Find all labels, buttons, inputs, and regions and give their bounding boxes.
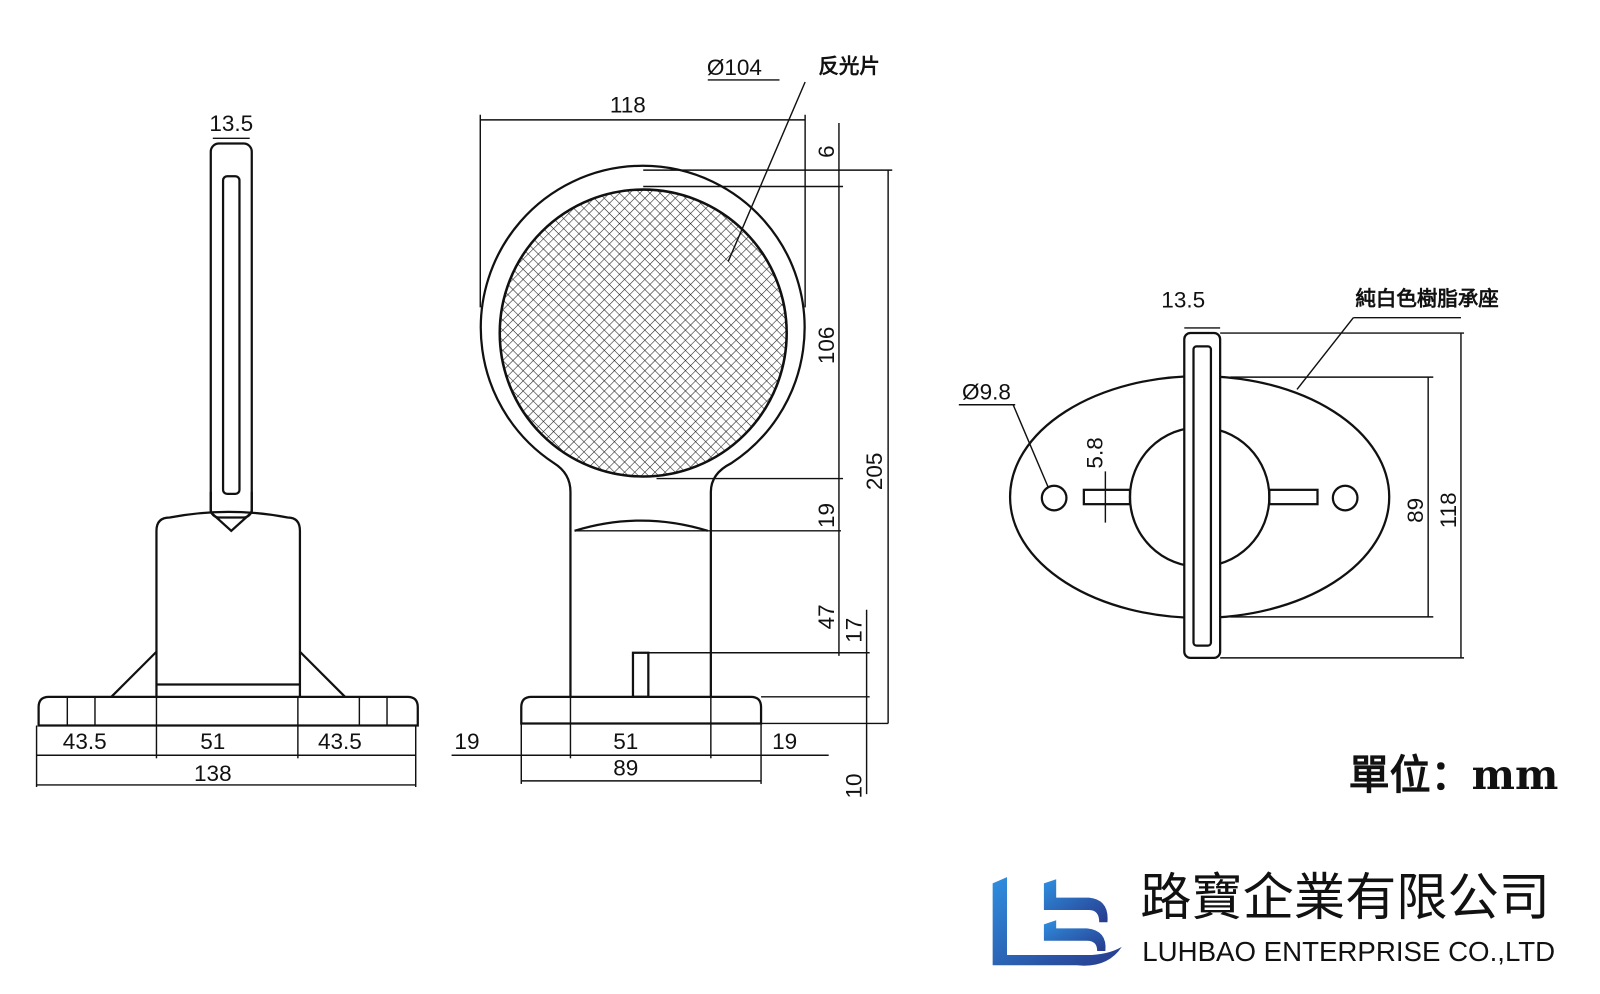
top-view: 13.5 89 118 純白色樹脂承座 Ø9.8 5.8 [958, 286, 1499, 660]
dim-column: 47 [814, 604, 839, 629]
dim-base-total: 138 [194, 761, 232, 786]
dim-reflector-diameter: Ø104 [707, 55, 762, 80]
dim-base-left: 43.5 [63, 729, 107, 754]
label-reflector: 反光片 [818, 54, 879, 78]
dim-slot-width: 5.8 [1082, 437, 1107, 468]
dim-hole-diameter: Ø9.8 [962, 380, 1011, 405]
dim-base-left: 19 [454, 729, 479, 754]
dim-reflector-height: 106 [814, 327, 839, 365]
dim-stem-width: 13.5 [209, 111, 253, 136]
dim-base-center: 51 [613, 729, 638, 754]
dim-plate: 10 [841, 773, 866, 798]
label-material: 純白色樹脂承座 [1355, 286, 1499, 310]
dim-base-right: 43.5 [318, 729, 362, 754]
front-view: 118 Ø104 反光片 6 106 205 19 47 17 10 19 51… [451, 54, 893, 799]
dim-total-height: 205 [862, 453, 887, 491]
reflector-icon [498, 188, 788, 478]
dim-top-gap: 6 [814, 145, 839, 158]
dim-base-center: 51 [200, 729, 225, 754]
dim-total-length: 118 [1436, 492, 1461, 528]
dim-base-total: 89 [613, 756, 638, 781]
company-name-cn: 路寶企業有限公司 [1140, 868, 1550, 928]
dim-ellipse-minor: 89 [1403, 498, 1428, 523]
company-name-en: LUHBAO ENTERPRISE CO.,LTD [1142, 936, 1555, 967]
unit-label: 單位：mm [1349, 751, 1559, 799]
dim-stem-width: 13.5 [1161, 287, 1205, 312]
dim-neck: 19 [814, 503, 839, 528]
dim-post: 17 [841, 618, 866, 643]
company-logo: 路寶企業有限公司 LUHBAO ENTERPRISE CO.,LTD [992, 868, 1555, 967]
dim-width: 118 [610, 93, 646, 118]
dim-base-right: 19 [772, 729, 797, 754]
side-view: 13.5 43.5 51 43.5 138 [35, 111, 419, 788]
